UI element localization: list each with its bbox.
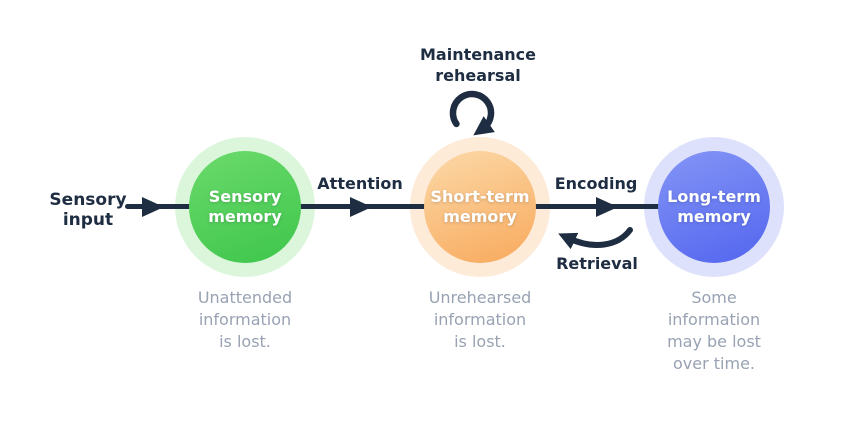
encoding-label: Encoding — [554, 174, 638, 193]
short-term-memory-note: Unrehearsed information is lost. — [428, 288, 532, 351]
attention-label: Attention — [317, 174, 403, 193]
sensory-input-label: Sensory input — [49, 190, 127, 230]
long-term-memory-note: Some information may be lost over time. — [667, 288, 761, 373]
flow-line — [125, 204, 661, 209]
long-term-memory-node: Long-term memory — [658, 151, 770, 263]
retrieval-label: Retrieval — [556, 254, 638, 273]
curved-back-arrow-icon — [558, 227, 633, 250]
rotate-clockwise-icon — [449, 90, 495, 136]
arrow-right-icon — [596, 197, 618, 217]
maintenance-rehearsal-label: Maintenance rehearsal — [419, 45, 536, 85]
sensory-memory-node: Sensory memory — [189, 151, 301, 263]
short-term-memory-node: Short-term memory — [424, 151, 536, 263]
sensory-memory-note: Unattended information is lost. — [197, 288, 293, 351]
arrow-right-icon — [350, 197, 372, 217]
arrow-right-icon — [142, 197, 164, 217]
